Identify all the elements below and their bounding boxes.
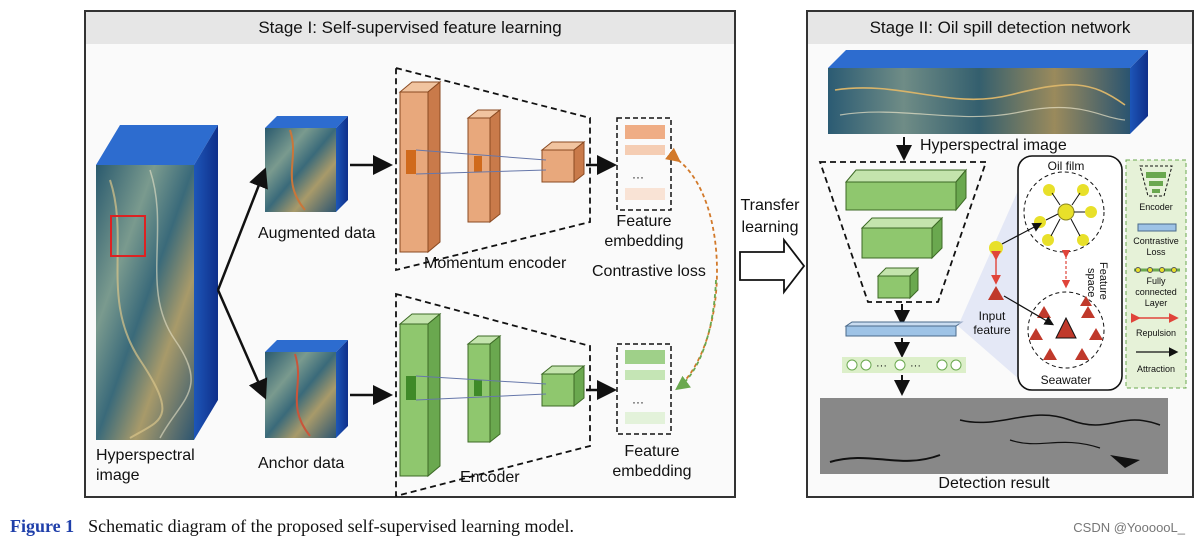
- legend-box: [1125, 159, 1187, 389]
- feature-embedding-top-2: embedding: [604, 233, 683, 250]
- detection-result-image: [820, 398, 1168, 474]
- input-attraction-arrow-oil: [1001, 222, 1043, 245]
- anchor-data-label: Anchor data: [258, 455, 344, 472]
- oil-film-cluster: [1023, 171, 1105, 253]
- arrow-to-augmented: [216, 167, 268, 291]
- figure-number: Figure 1: [10, 516, 75, 536]
- hyperspectral-label-2: image: [96, 467, 140, 484]
- input-feature-oil-point: [989, 241, 1003, 255]
- feature-embedding-bottom: [616, 343, 672, 435]
- figure-caption: Figure 1 Schematic diagram of the propose…: [10, 516, 574, 537]
- legend-contrastive-label-1: Contrastive: [1133, 236, 1179, 246]
- encoder-label: Encoder: [460, 469, 520, 486]
- stage2-hyperspectral-label: Hyperspectral image: [920, 137, 1067, 154]
- legend-fc-label-1: Fully: [1146, 276, 1166, 286]
- seawater-label: Seawater: [1041, 373, 1092, 387]
- seawater-cluster: [1027, 291, 1105, 369]
- legend-contrastive-label-2: Loss: [1146, 247, 1166, 257]
- momentum-encoder: [395, 66, 591, 272]
- stage2-hyperspectral-image: [828, 50, 1148, 134]
- input-feature-seawater-point: [988, 286, 1004, 300]
- momentum-encoder-label: Momentum encoder: [424, 255, 567, 272]
- embedding-ellipsis-bottom: ···: [632, 395, 644, 409]
- legend-fc-label-3: Layer: [1145, 298, 1168, 308]
- feature-embedding-top: [616, 117, 672, 211]
- legend-fc-label-2: connected: [1135, 287, 1177, 297]
- feature-space-label-1: Feature: [1097, 262, 1109, 300]
- contrastive-loss-label: Contrastive loss: [592, 263, 706, 280]
- legend-fc-icon: [1134, 267, 1180, 273]
- transfer-label-1: Transfer: [741, 197, 801, 214]
- arrow-to-anchor: [216, 289, 268, 400]
- hyperspectral-cube: [96, 125, 218, 440]
- input-feature-label-2: feature: [973, 323, 1011, 337]
- augmented-data-image: [265, 116, 348, 212]
- feature-embedding-bottom-2: embedding: [612, 463, 691, 480]
- stage2-encoder: [818, 161, 988, 303]
- input-attraction-arrow-seawater: [1003, 295, 1055, 326]
- stage2-title: Stage II: Oil spill detection network: [808, 12, 1192, 44]
- projection-shading: [958, 186, 1020, 380]
- feature-embedding-top-1: Feature: [616, 213, 671, 230]
- svg-text:···: ···: [910, 360, 921, 372]
- embedding-ellipsis-top: ···: [632, 170, 644, 184]
- watermark: CSDN @YoooooL_: [1073, 520, 1185, 535]
- legend-repulsion-label: Repulsion: [1136, 328, 1176, 338]
- transfer-arrow: [739, 237, 806, 295]
- oil-film-label: Oil film: [1048, 159, 1085, 173]
- legend-encoder-label: Encoder: [1139, 202, 1173, 212]
- feature-embedding-bottom-1: Feature: [624, 443, 679, 460]
- hyperspectral-label-1: Hyperspectral: [96, 447, 195, 464]
- legend-contrastive-icon: [1137, 223, 1177, 232]
- detection-result-label: Detection result: [938, 475, 1050, 492]
- contrastive-loss-arrow-bottom: [675, 279, 717, 391]
- legend-attraction-label: Attraction: [1137, 364, 1175, 374]
- legend-encoder-icon: [1139, 165, 1173, 197]
- transfer-label-2: learning: [742, 219, 799, 236]
- figure-caption-text: Schematic diagram of the proposed self-s…: [88, 516, 575, 536]
- stage1-title: Stage I: Self-supervised feature learnin…: [86, 12, 734, 44]
- stage2-fc-layer: ··· ···: [842, 357, 966, 373]
- encoder: [395, 292, 591, 498]
- feature-space-label-2: space: [1085, 268, 1097, 297]
- augmented-data-label: Augmented data: [258, 225, 376, 242]
- contrastive-loss-arrow-top: [665, 147, 718, 389]
- anchor-data-image: [265, 340, 348, 438]
- svg-text:···: ···: [876, 360, 887, 372]
- input-feature-label-1: Input: [979, 309, 1006, 323]
- stage2-contrastive-bar: [844, 321, 964, 337]
